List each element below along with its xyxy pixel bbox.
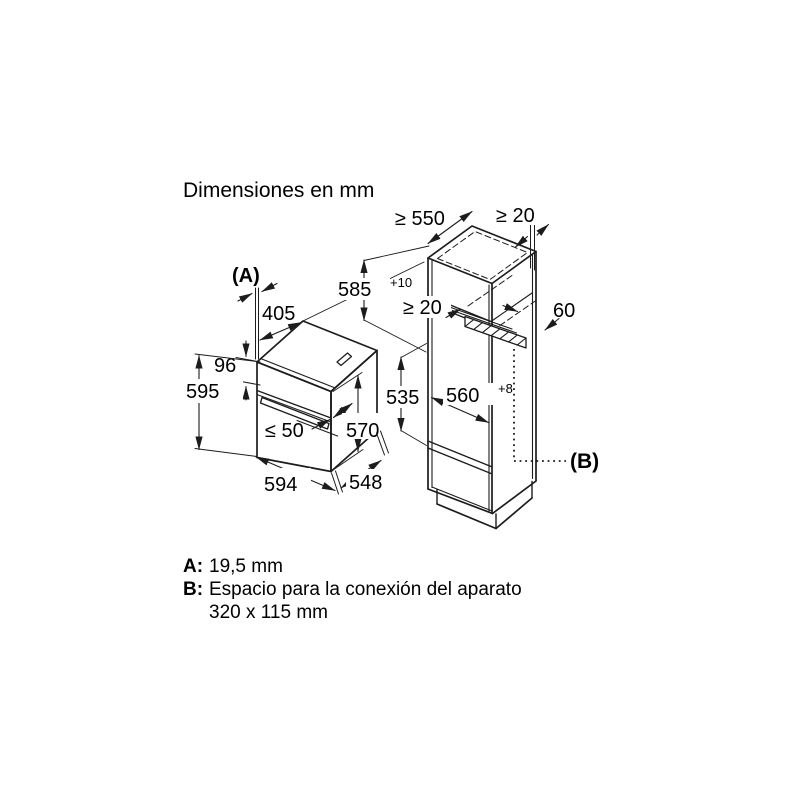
dim-548-ext-left-2 [335,470,343,493]
dim-570-ext-bottom [332,449,364,471]
oven-right-face [330,349,378,473]
dim-594-label: 594 [264,474,297,496]
dim-50-line [332,402,353,419]
plinth-front-bottom-edge [436,503,497,530]
dim-20top-label: ≥ 20 [496,205,535,227]
dim-550-label: ≥ 550 [395,208,445,230]
oven-dimensions: (A) 405 96 595 ≤ 50 570 594 [183,261,425,496]
dim-20mid-arrow-1 [445,308,462,319]
dim-50-label: ≤ 50 [265,420,304,442]
dim-595-label: 595 [186,381,219,403]
vent-hatch-stroke-2 [473,322,483,331]
cabinet-vent-gap-line-2 [451,309,518,334]
oven-panel-line-2 [256,394,332,423]
dim-548-label-bg [346,469,394,494]
dim-560-line [430,396,490,424]
cabinet-drawing [427,225,566,530]
dim-548-ext-right-1 [376,432,385,456]
vent-hatch-stroke-5 [499,331,510,340]
legend-b-key: B: [183,579,203,600]
oven-side-vent-notch [336,352,353,367]
dim-594-label-bg [262,468,311,494]
cabinet-dimensions: ≥ 550 ≥ 20 585 +10 ≥ 20 60 560 +8 535 [336,203,599,473]
legend-a-value: 19,5 mm [209,556,283,577]
cabinet-vent-hatch [464,315,527,349]
legend: A: 19,5 mm B: Espacio para la conexión d… [183,556,522,623]
dim-535-leader-bottom [400,430,427,446]
vent-hatch-stroke-6 [508,334,518,343]
oven-drawing [256,320,378,473]
legend-b-value-line1: Espacio para la conexión del aparato [209,579,522,600]
dim-560-label: 560 [446,385,479,407]
dim-570-label: 570 [346,420,379,442]
vent-hatch-stroke-1 [464,319,475,328]
dim-60-label: 60 [553,300,575,322]
dim-585-label-bg [336,278,390,300]
dim-60-arrow [544,317,560,331]
dim-96-label: 96 [214,355,236,377]
cabinet-bottom-right-edge [491,480,537,515]
dim-595-label-bg [183,379,243,403]
dim-560-tolerance: +8 [498,381,513,396]
legend-a-key: A: [183,556,203,577]
cabinet-bottom-front-edge [427,488,494,515]
dim-595-ext-top [194,353,258,362]
dim-548-ext-right-2 [380,430,389,454]
dim-535-label-bg [383,386,423,408]
dim-20top-arrow-out [536,223,550,236]
dim-a-arrow-left [237,292,253,303]
dim-20top-arrow-in [514,235,529,248]
dim-a-arrow-right [261,282,278,293]
dim-535-label: 535 [386,387,419,409]
dim-405-line [259,321,302,341]
dim-405-label: 405 [262,303,295,325]
dim-a-label: (A) [232,265,260,287]
dim-548-ext-left-1 [331,472,339,495]
dim-20mid-label-bg [400,296,451,318]
oven-panel-line [256,389,332,419]
cabinet-top-hidden-edges [437,231,528,280]
vent-hatch-stroke-3 [481,325,492,334]
dim-50-leader [311,418,331,430]
cabinet-bottom-floor-line [431,486,493,512]
diagram-title: Dimensiones en mm [183,179,374,202]
plinth-right-bottom-edge [495,497,533,530]
dim-560-label-bg [443,383,502,405]
dim-585-tolerance: +10 [390,275,412,290]
cabinet-hidden-edge-1 [467,275,513,307]
dim-550-line [427,210,473,245]
cabinet-shelf-b-front-2 [427,447,492,475]
vent-hatch-stroke-4 [490,328,501,337]
dim-595-ext-bottom [194,448,258,457]
dim-20mid-arrow-2 [502,303,519,313]
dim-535-leader-top [400,343,427,358]
dim-20top-label-bg [493,203,544,225]
dim-585-leader-top [363,245,430,261]
cabinet-shelf-b-front-1 [427,440,492,468]
oven-handle-bar [259,396,330,430]
dim-548-label: 548 [349,472,382,494]
dim-585-leader-bottom [363,319,427,353]
dim-20mid-label: ≥ 20 [403,297,442,319]
vent-hatch-stroke-7 [516,337,527,346]
oven-front-trim-line [259,357,335,389]
dim-585-label: 585 [338,279,371,301]
legend-b-value-line2: 320 x 115 mm [209,602,328,623]
dim-b-label: (B) [570,450,599,473]
